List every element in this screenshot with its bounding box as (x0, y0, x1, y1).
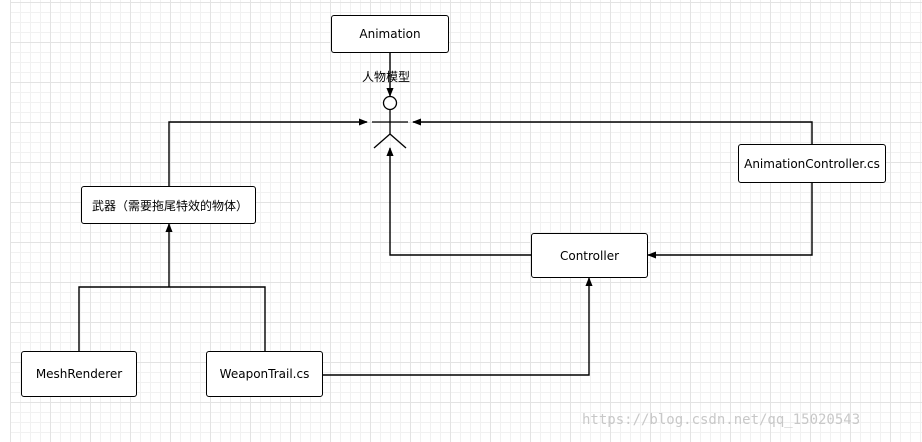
edge-weapontrail-to-controller (323, 277, 593, 376)
node-mesh-renderer-label: MeshRenderer (35, 367, 123, 381)
actor-head (382, 95, 398, 111)
edge-controller-to-actor (386, 147, 531, 256)
node-controller[interactable]: Controller (531, 233, 648, 278)
edge-meshrenderer-to-weapon (78, 286, 169, 351)
watermark: https://blog.csdn.net/qq_15020543 (582, 412, 861, 428)
node-mesh-renderer[interactable]: MeshRenderer (21, 351, 137, 397)
node-weapon-label: 武器（需要拖尾特效的物体） (92, 198, 249, 213)
actor-label: 人物模型 (362, 70, 411, 84)
actor-left-leg (373, 133, 391, 149)
node-animation[interactable]: Animation (331, 15, 449, 53)
node-weapon-trail[interactable]: WeaponTrail.cs (206, 351, 323, 397)
node-animation-controller-label: AnimationController.cs (744, 156, 880, 171)
edge-weapon-to-actor (168, 118, 368, 186)
canvas-margin (0, 0, 10, 442)
node-animation-label: Animation (359, 27, 421, 41)
edge-animation-controller-to-actor (412, 118, 813, 146)
node-weapon[interactable]: 武器（需要拖尾特效的物体） (81, 186, 256, 224)
edge-weapontrail-to-weapon (169, 286, 266, 351)
actor-figure[interactable] (372, 95, 408, 149)
edge-animation-controller-to-controller (647, 183, 813, 259)
actor-right-leg (389, 133, 407, 149)
node-animation-controller[interactable]: AnimationController.cs (738, 144, 886, 183)
node-weapon-trail-label: WeaponTrail.cs (219, 367, 310, 381)
node-controller-label: Controller (559, 248, 620, 263)
